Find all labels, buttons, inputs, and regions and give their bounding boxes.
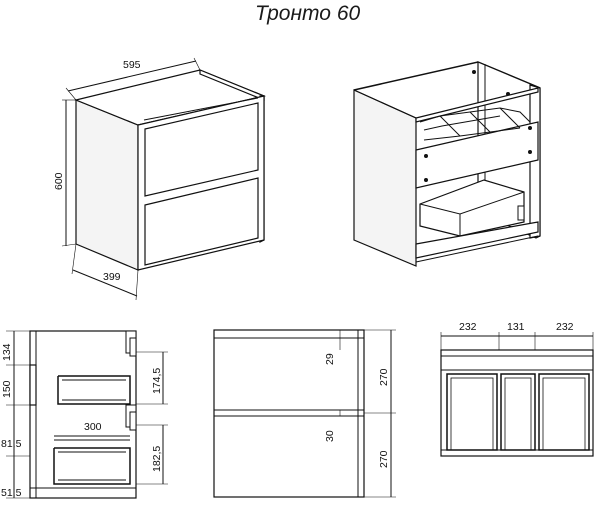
dim-bottom-gap: 51,5 (1, 487, 22, 499)
iso-upper-drawer (144, 102, 259, 197)
dim-upper-panel: 29 (324, 353, 336, 365)
dim-upper-inner: 174,5 (151, 368, 163, 394)
iso-lower-drawer (144, 177, 259, 266)
drawing-title: Тронто 60 (255, 2, 360, 25)
dim-depth: 399 (103, 271, 121, 283)
dim-upper-drawer: 150 (1, 380, 13, 398)
dim-lower-panel: 30 (324, 430, 336, 442)
side-section-view: 134 150 81,5 51,5 174,5 182,5 300 (1, 330, 168, 499)
front-section-view: 29 30 270 270 (213, 329, 396, 498)
side-lower-drawer (53, 447, 131, 485)
dim-drawer-depth: 300 (84, 421, 102, 433)
dim-top-left: 232 (459, 321, 477, 333)
dim-lower-inner: 182,5 (151, 446, 163, 472)
dim-top-middle: 131 (507, 321, 525, 333)
top-view: 232 131 232 (440, 321, 594, 457)
dim-height: 600 (53, 172, 65, 190)
dim-width: 595 (123, 59, 141, 71)
dim-top-right: 232 (556, 321, 574, 333)
dim-top-gap: 134 (1, 343, 13, 361)
dim-upper-height: 270 (378, 368, 390, 386)
dim-lower-height: 270 (378, 450, 390, 468)
iso-view-closed: 595 600 399 (53, 57, 266, 301)
dim-mid-gap: 81,5 (1, 438, 22, 450)
side-upper-drawer (57, 375, 131, 405)
iso-view-open (353, 61, 541, 267)
